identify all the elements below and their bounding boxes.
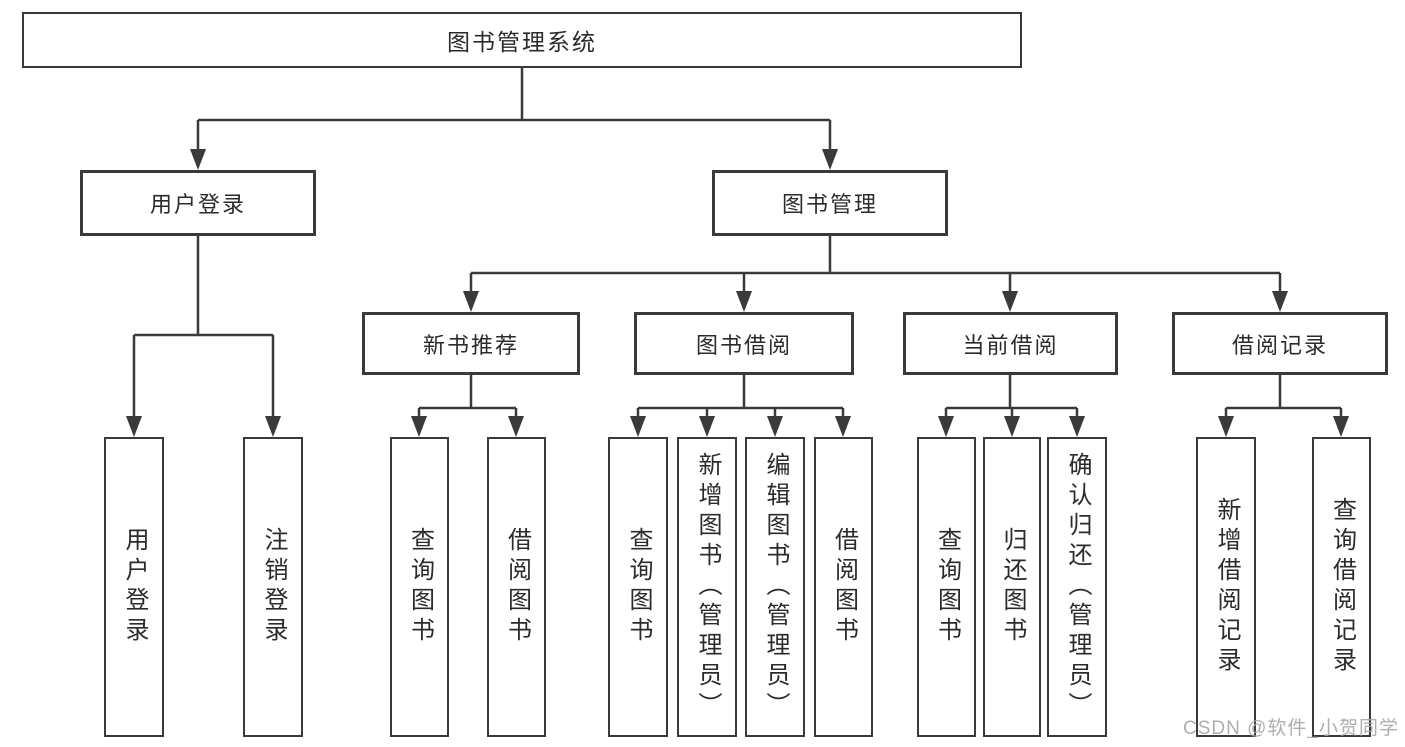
leaf-borrow-books-recommend: 借阅图书 — [487, 437, 546, 737]
leaf-return-books: 归还图书 — [983, 437, 1041, 737]
node-book-borrow: 图书借阅 — [634, 312, 854, 375]
node-library-system: 图书管理系统 — [22, 12, 1022, 68]
leaf-borrow-books: 借阅图书 — [814, 437, 873, 737]
leaf-confirm-return-admin: 确认归还（管理员） — [1047, 437, 1107, 737]
node-new-book-recommend: 新书推荐 — [362, 312, 580, 375]
node-borrow-records: 借阅记录 — [1172, 312, 1388, 375]
leaf-query-borrow-record: 查询借阅记录 — [1312, 437, 1371, 737]
node-user-login: 用户登录 — [80, 170, 316, 236]
csdn-watermark: CSDN @软件_小贺同学 — [1183, 718, 1399, 739]
leaf-edit-books-admin: 编辑图书（管理员） — [745, 437, 805, 737]
leaf-user-login: 用户登录 — [104, 437, 164, 737]
leaf-add-books-admin: 新增图书（管理员） — [677, 437, 737, 737]
leaf-query-books-recommend: 查询图书 — [390, 437, 449, 737]
leaf-query-books-current: 查询图书 — [917, 437, 976, 737]
arrowheads — [126, 149, 1349, 437]
node-current-borrow: 当前借阅 — [903, 312, 1118, 375]
leaf-logout: 注销登录 — [243, 437, 303, 737]
node-book-management: 图书管理 — [712, 170, 948, 236]
leaf-query-books-borrow: 查询图书 — [608, 437, 668, 737]
leaf-add-borrow-record: 新增借阅记录 — [1196, 437, 1256, 737]
